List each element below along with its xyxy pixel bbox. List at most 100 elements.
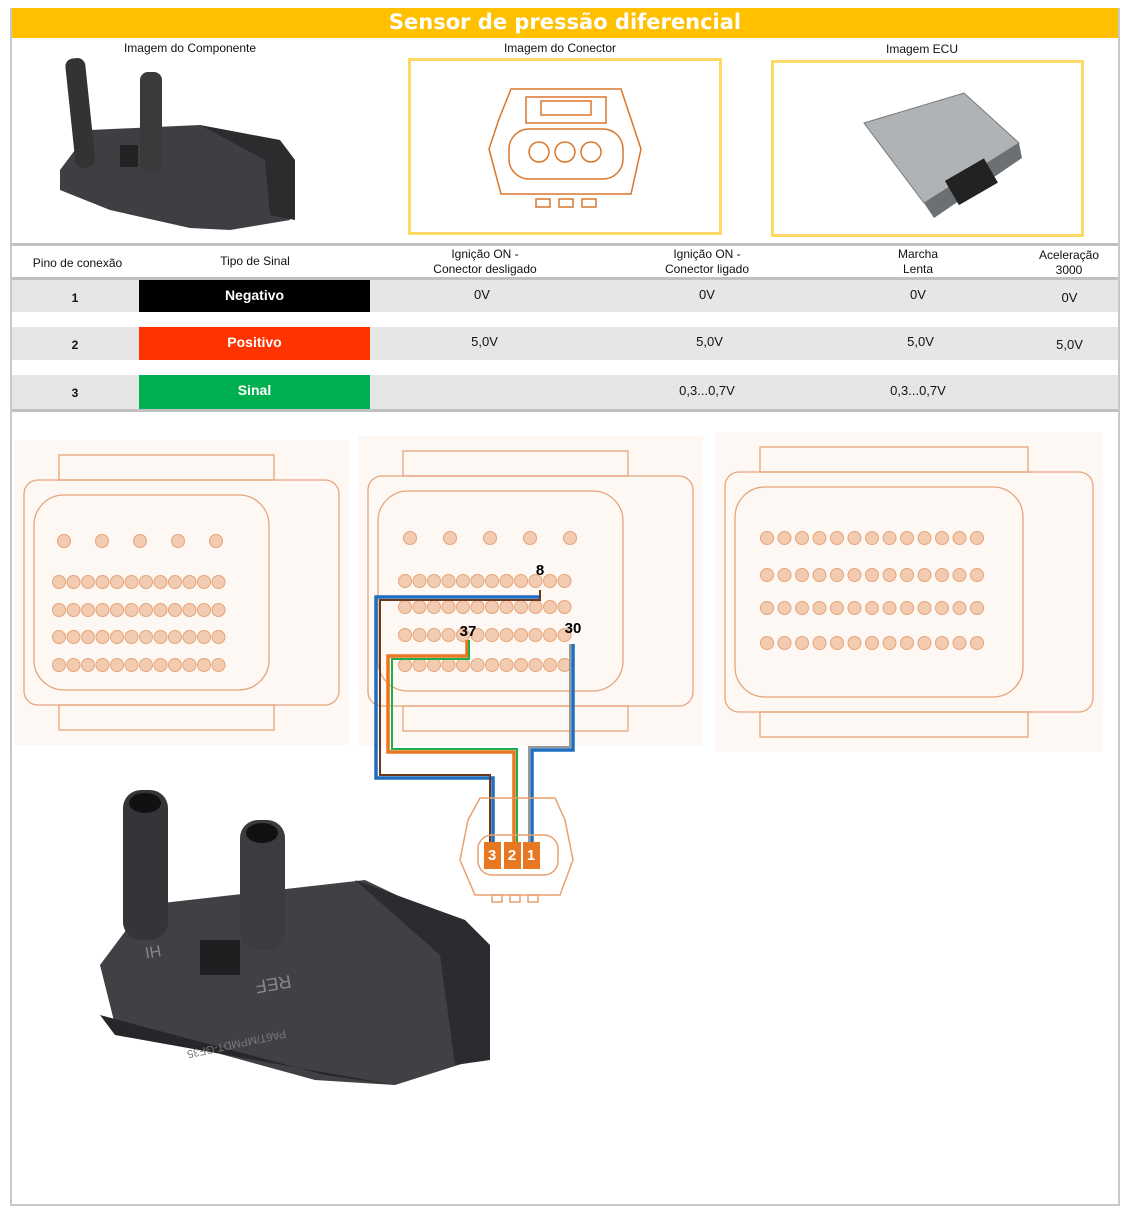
divider [12,409,1118,412]
sensor-pin-label: 2 [508,847,516,864]
header-line: Conector desligado [433,262,537,276]
connector-pin [935,568,949,582]
connector-pin [952,636,967,650]
connector-pin [952,531,967,545]
connector-pin [847,531,862,545]
wire-pin37-green [391,640,518,842]
connector-pin [882,531,897,545]
sensor-component-image [60,58,295,230]
connector-pin [847,601,862,615]
wire-pin37-orange [386,640,516,842]
connector-pin [182,658,197,672]
connector-pin [917,531,932,545]
connector-pin [81,603,95,617]
connector-pin [812,531,827,545]
connector-pin [412,628,427,642]
connector-pin [543,600,557,614]
connector-pin [795,531,809,545]
connector-pin [124,575,139,589]
connector-pin [812,568,827,582]
divider [12,277,1118,280]
header-line: 3000 [1055,263,1083,277]
connector-pin [865,601,879,615]
connector-pin [935,636,949,650]
connector-pin [795,568,809,582]
connector-latch [759,446,1029,473]
connector-pin [760,568,774,582]
connector-pin [168,575,182,589]
connector-pin [900,636,914,650]
connector-pin [830,531,844,545]
connector-pin [935,531,949,545]
connector-pin [917,636,932,650]
connector-pin [182,575,197,589]
wire-pin8-blue [374,595,540,842]
ecu-pin-label: 37 [460,623,477,640]
connector-pin [52,658,66,672]
connector-pin [830,636,844,650]
connector-pin [543,658,557,672]
connector-pin [124,630,139,644]
sensor-component-large: HI REF PA6T/MPMDT-GF35 [100,790,490,1085]
connector-pin [81,575,95,589]
connector-pin [441,574,456,588]
connector-pin [470,628,485,642]
connector-pin [865,636,879,650]
header-line: Lenta [902,262,934,276]
connector-pin [153,603,168,617]
connector-pin [830,601,844,615]
connector-pin [124,658,139,672]
value: 0,3...0,7V [890,383,946,398]
table-row: 2 Positivo 5,0V 5,0V 5,0V 5,0V [12,327,1118,360]
connector-background [358,436,703,746]
connector-pin [970,601,984,615]
connector-pin [900,601,914,615]
connector-pin [95,658,110,672]
connector-pin [483,531,497,545]
connector-pin [95,575,110,589]
connector-face [734,486,1024,698]
ecu-image-box [771,60,1084,237]
header-ign-off: Ignição ON -Conector desligado [400,247,570,277]
connector-pin [52,630,66,644]
connector-pin [760,601,774,615]
connector-pin [485,574,499,588]
connector-pin [557,574,572,588]
wire-pin30-gray [528,644,571,842]
connector-pin [528,658,543,672]
header-line: Conector ligado [664,262,750,276]
connector-pin [52,575,66,589]
component-text: HI [144,941,163,961]
connector-pin [952,568,967,582]
connector-pin [209,534,223,548]
connector-pin [66,658,81,672]
connector-pin [917,601,932,615]
connector-pin [95,534,109,548]
connector-pin [197,575,211,589]
connector-latch [402,450,629,477]
connector-pin [795,636,809,650]
header-signal-type: Tipo de Sinal [220,254,290,268]
header-line: Ignição ON - [451,247,519,261]
ecu-connector-a [14,440,349,745]
connector-pin [168,658,182,672]
connector-pin [514,574,528,588]
connector-pin [777,636,792,650]
connector-pin [970,531,984,545]
connector-pin [543,628,557,642]
connector-pin [485,658,499,672]
connector-pin [917,568,932,582]
value: 0,3...0,7V [679,383,735,398]
connector-image-box [408,58,722,235]
connector-pin [81,630,95,644]
connector-pin [865,568,879,582]
connector-pin [499,628,514,642]
connector-pin [427,628,441,642]
connector-pin [777,531,792,545]
value: 0V [1061,290,1078,305]
connector-pin [66,575,81,589]
connector-pin [812,636,827,650]
connector-pin [441,628,456,642]
connector-pin [563,531,577,545]
